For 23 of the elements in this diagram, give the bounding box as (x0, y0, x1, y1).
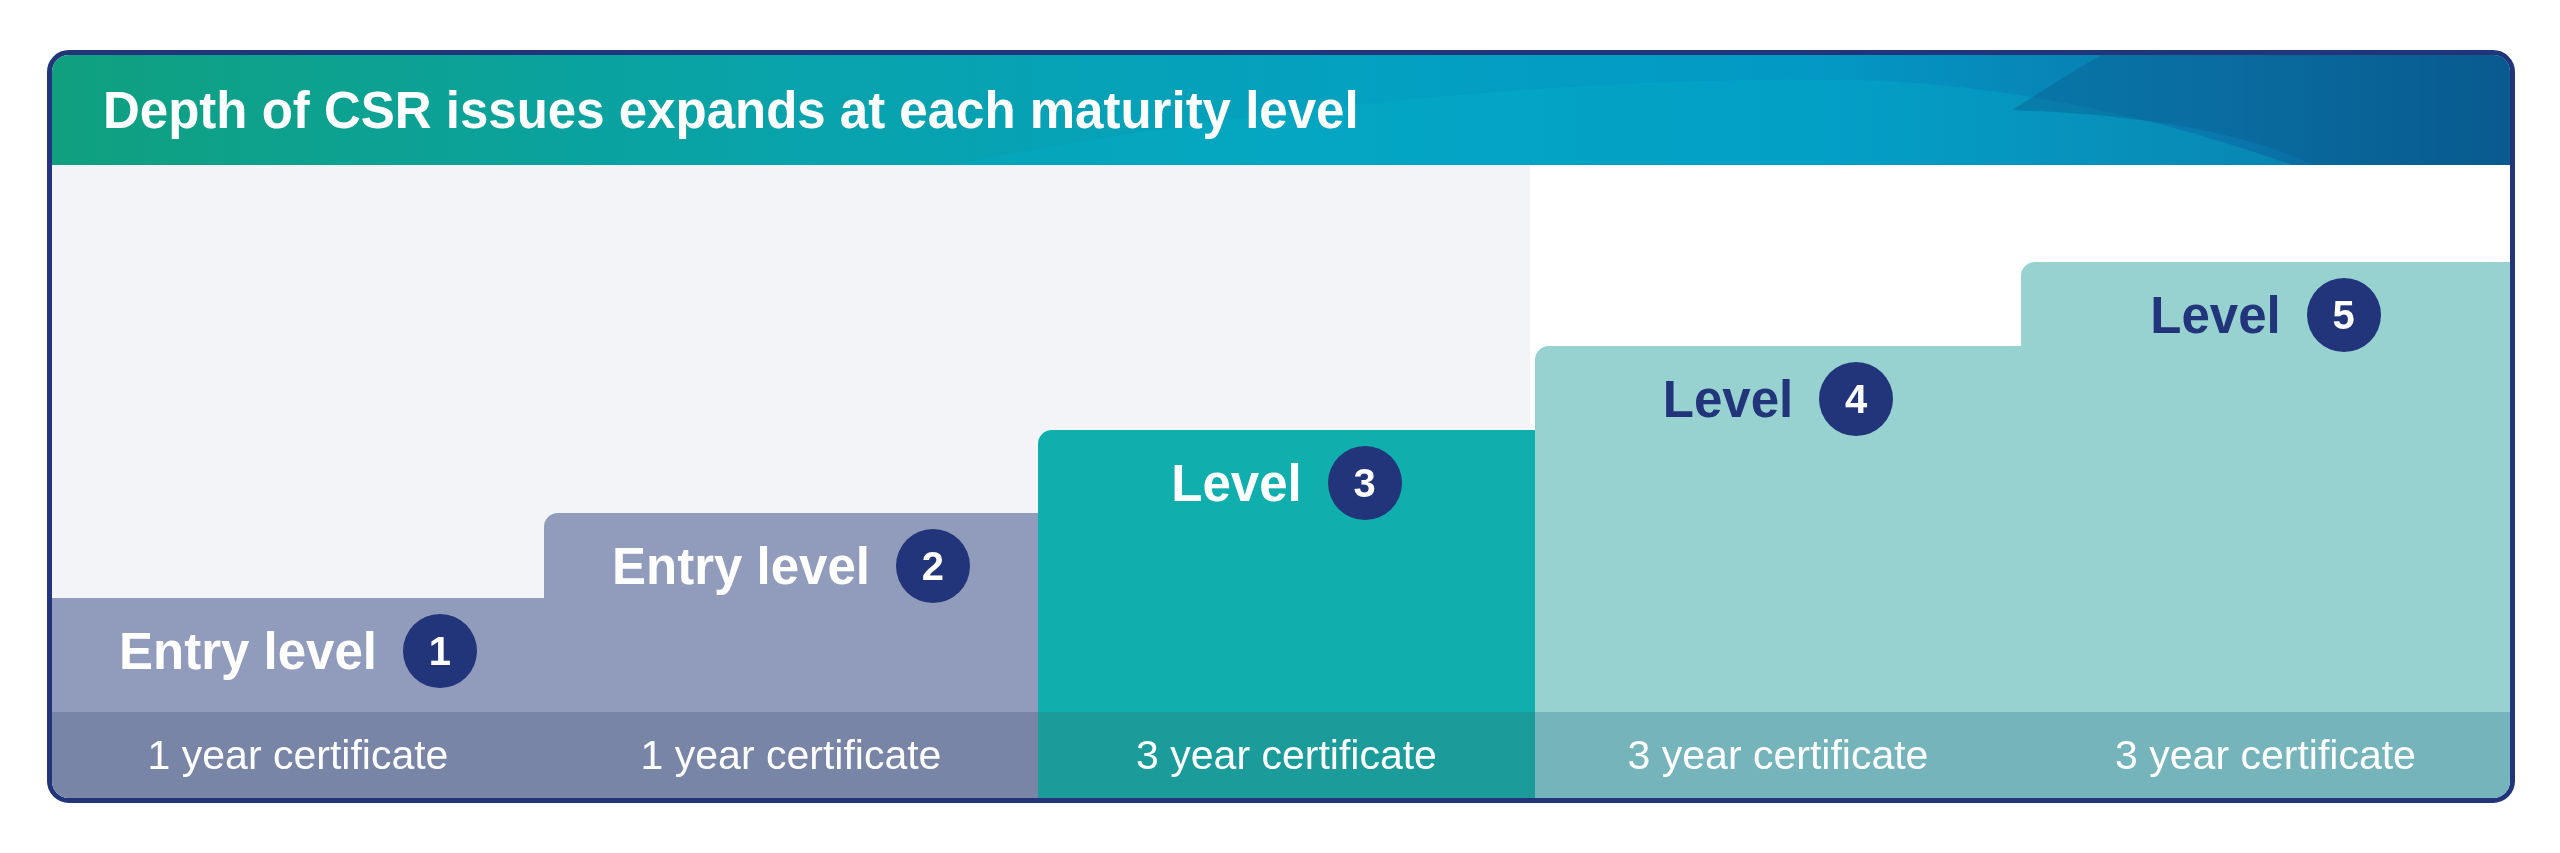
level-step (1535, 346, 2021, 798)
level-step (2021, 262, 2510, 798)
number-badge: 4 (1819, 362, 1894, 436)
certificate-band (2021, 712, 2510, 798)
certificate-label: 1 year certificate (640, 734, 942, 776)
certificate-label: 3 year certificate (1136, 734, 1437, 776)
certificate-label: 3 year certificate (2115, 734, 2416, 776)
certificate-label: 1 year certificate (147, 734, 449, 776)
number-badge: 1 (403, 614, 477, 688)
level-step (52, 598, 544, 798)
certificate-band (1535, 712, 2021, 798)
certificate-band (544, 712, 1038, 798)
level-label: Level (1171, 457, 1302, 509)
certificate-band (1038, 712, 1535, 798)
number-badge: 2 (896, 529, 970, 603)
level-label: Level (1662, 373, 1794, 425)
number-badge: 5 (2306, 278, 2381, 352)
level-step (1038, 430, 1535, 798)
number-badge: 3 (1327, 446, 1402, 520)
level-step (544, 513, 1038, 798)
certificate-label: 3 year certificate (1627, 734, 1929, 776)
level-label: Level (2150, 289, 2281, 341)
certificate-band (52, 712, 544, 798)
